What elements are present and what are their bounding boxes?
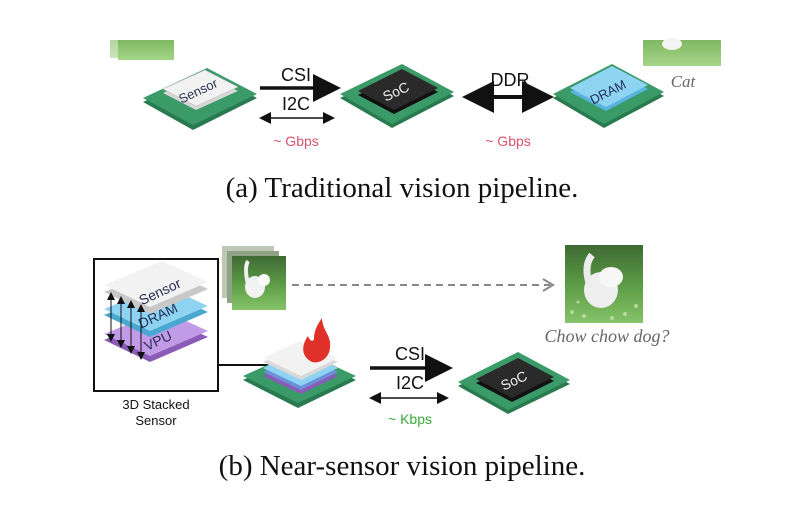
- soc-chip-b: SoC: [458, 352, 570, 414]
- csi-label-b: CSI: [395, 344, 425, 364]
- rate-label-a2: ~ Gbps: [485, 133, 531, 149]
- link-csi-i2c-a: CSI I2C ~ Gbps: [259, 65, 341, 149]
- rate-label-a1: ~ Gbps: [273, 133, 319, 149]
- output-image-a: Cat: [643, 38, 721, 91]
- caption-a: (a) Traditional vision pipeline.: [225, 172, 579, 204]
- flame-icon: [303, 318, 331, 363]
- output-label-b: Chow chow dog?: [544, 326, 669, 346]
- link-csi-i2c-b: CSI I2C ~ Kbps: [369, 344, 453, 427]
- dram-chip-a: DRAM: [553, 64, 664, 128]
- ddr-label: DDR: [491, 70, 530, 90]
- stack-caption-line1: 3D Stacked: [122, 397, 189, 412]
- caption-b: (b) Near-sensor vision pipeline.: [218, 450, 586, 482]
- stacked-sensor-box: VPU DRAM Sensor 3D Stacked Sensor: [93, 258, 219, 428]
- i2c-label-b: I2C: [396, 373, 424, 393]
- csi-label-a: CSI: [281, 65, 311, 85]
- input-image-stack-b: [222, 246, 286, 310]
- dashed-arrow: [292, 278, 555, 292]
- rate-label-b: ~ Kbps: [388, 411, 432, 427]
- link-ddr: DDR ~ Gbps: [462, 70, 554, 149]
- output-label-a: Cat: [671, 72, 697, 91]
- output-image-b: [565, 245, 643, 323]
- sensor-chip-a: Sensor: [143, 68, 257, 130]
- i2c-label-a: I2C: [282, 94, 310, 114]
- input-image-stack-a: [110, 40, 174, 60]
- soc-chip-a: SoC: [340, 64, 454, 128]
- stacked-chip-b: [243, 318, 356, 408]
- stack-caption-line2: Sensor: [135, 413, 177, 428]
